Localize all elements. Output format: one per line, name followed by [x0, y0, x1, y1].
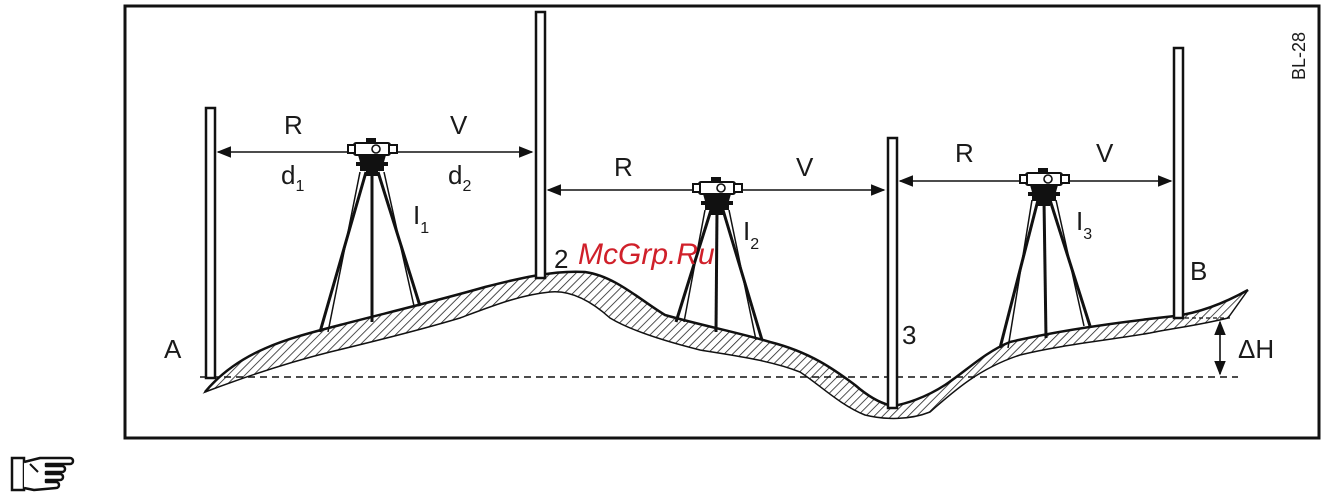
label-r-3: R: [955, 138, 974, 168]
point-label-3: 3: [902, 320, 916, 350]
figure-frame: [125, 6, 1319, 438]
point-label-b: B: [1190, 256, 1207, 286]
watermark: McGrp.Ru: [578, 238, 715, 271]
label-r-2: R: [614, 152, 633, 182]
staff-b: [1174, 48, 1183, 318]
delta-h-label: ΔH: [1238, 334, 1274, 364]
label-v-2: V: [796, 152, 814, 182]
label-v-1: V: [450, 110, 468, 140]
staff-2: [536, 12, 545, 278]
staff-3: [888, 138, 897, 408]
figure-code: BL-28: [1289, 32, 1309, 80]
staff-a: [206, 108, 215, 378]
point-label-2: 2: [554, 244, 568, 274]
point-label-a: A: [164, 334, 182, 364]
label-r-1: R: [284, 110, 303, 140]
pointing-hand-icon: [12, 458, 73, 490]
label-v-3: V: [1096, 138, 1114, 168]
